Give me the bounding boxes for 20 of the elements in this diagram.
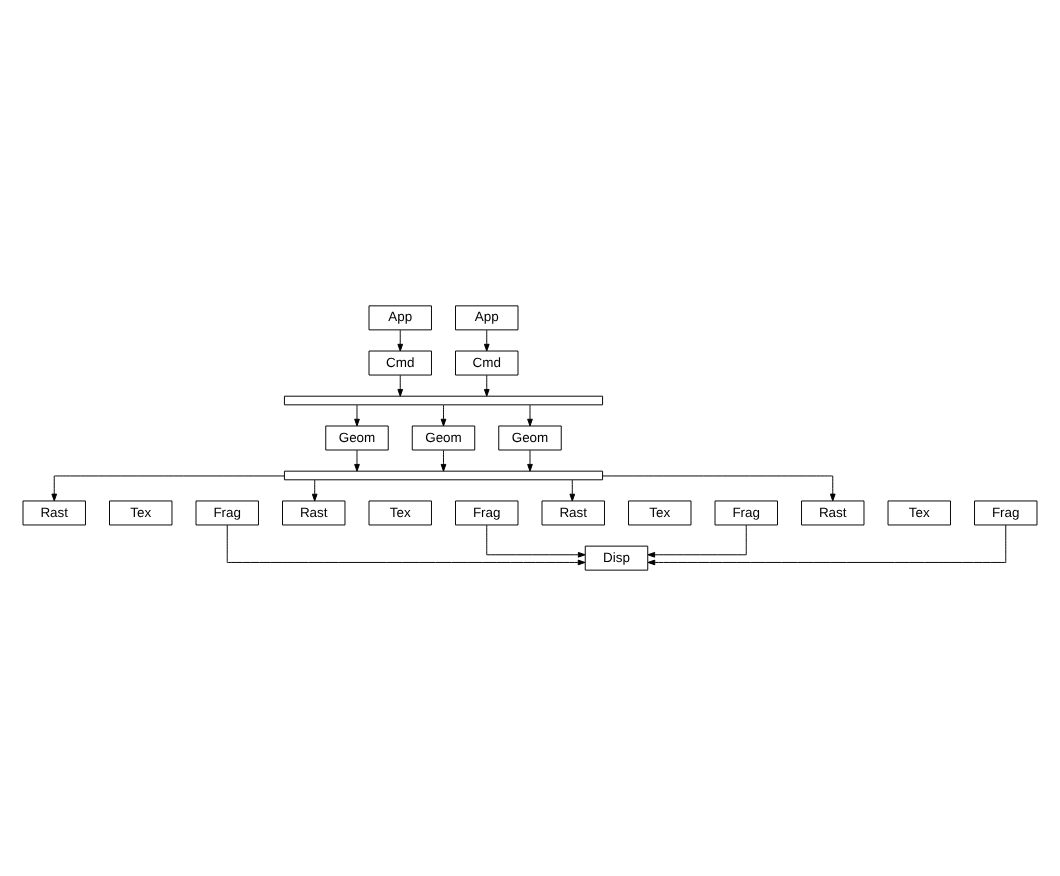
arrow xyxy=(397,329,404,352)
arrow xyxy=(647,524,747,558)
arrow xyxy=(51,475,285,502)
arrow xyxy=(354,404,360,427)
arrow xyxy=(527,404,533,427)
arrow xyxy=(311,479,318,502)
arrow xyxy=(226,524,586,566)
arrow xyxy=(647,524,1007,566)
arrow xyxy=(483,374,490,397)
node-bar xyxy=(283,470,604,481)
arrow xyxy=(602,475,836,502)
arrow xyxy=(440,449,447,472)
arrow xyxy=(486,524,586,558)
arrow xyxy=(440,404,447,427)
node-bar xyxy=(283,395,604,406)
arrow xyxy=(354,449,360,472)
arrow xyxy=(569,479,576,502)
arrow xyxy=(397,374,404,397)
arrow xyxy=(527,449,533,472)
arrow xyxy=(483,329,490,352)
